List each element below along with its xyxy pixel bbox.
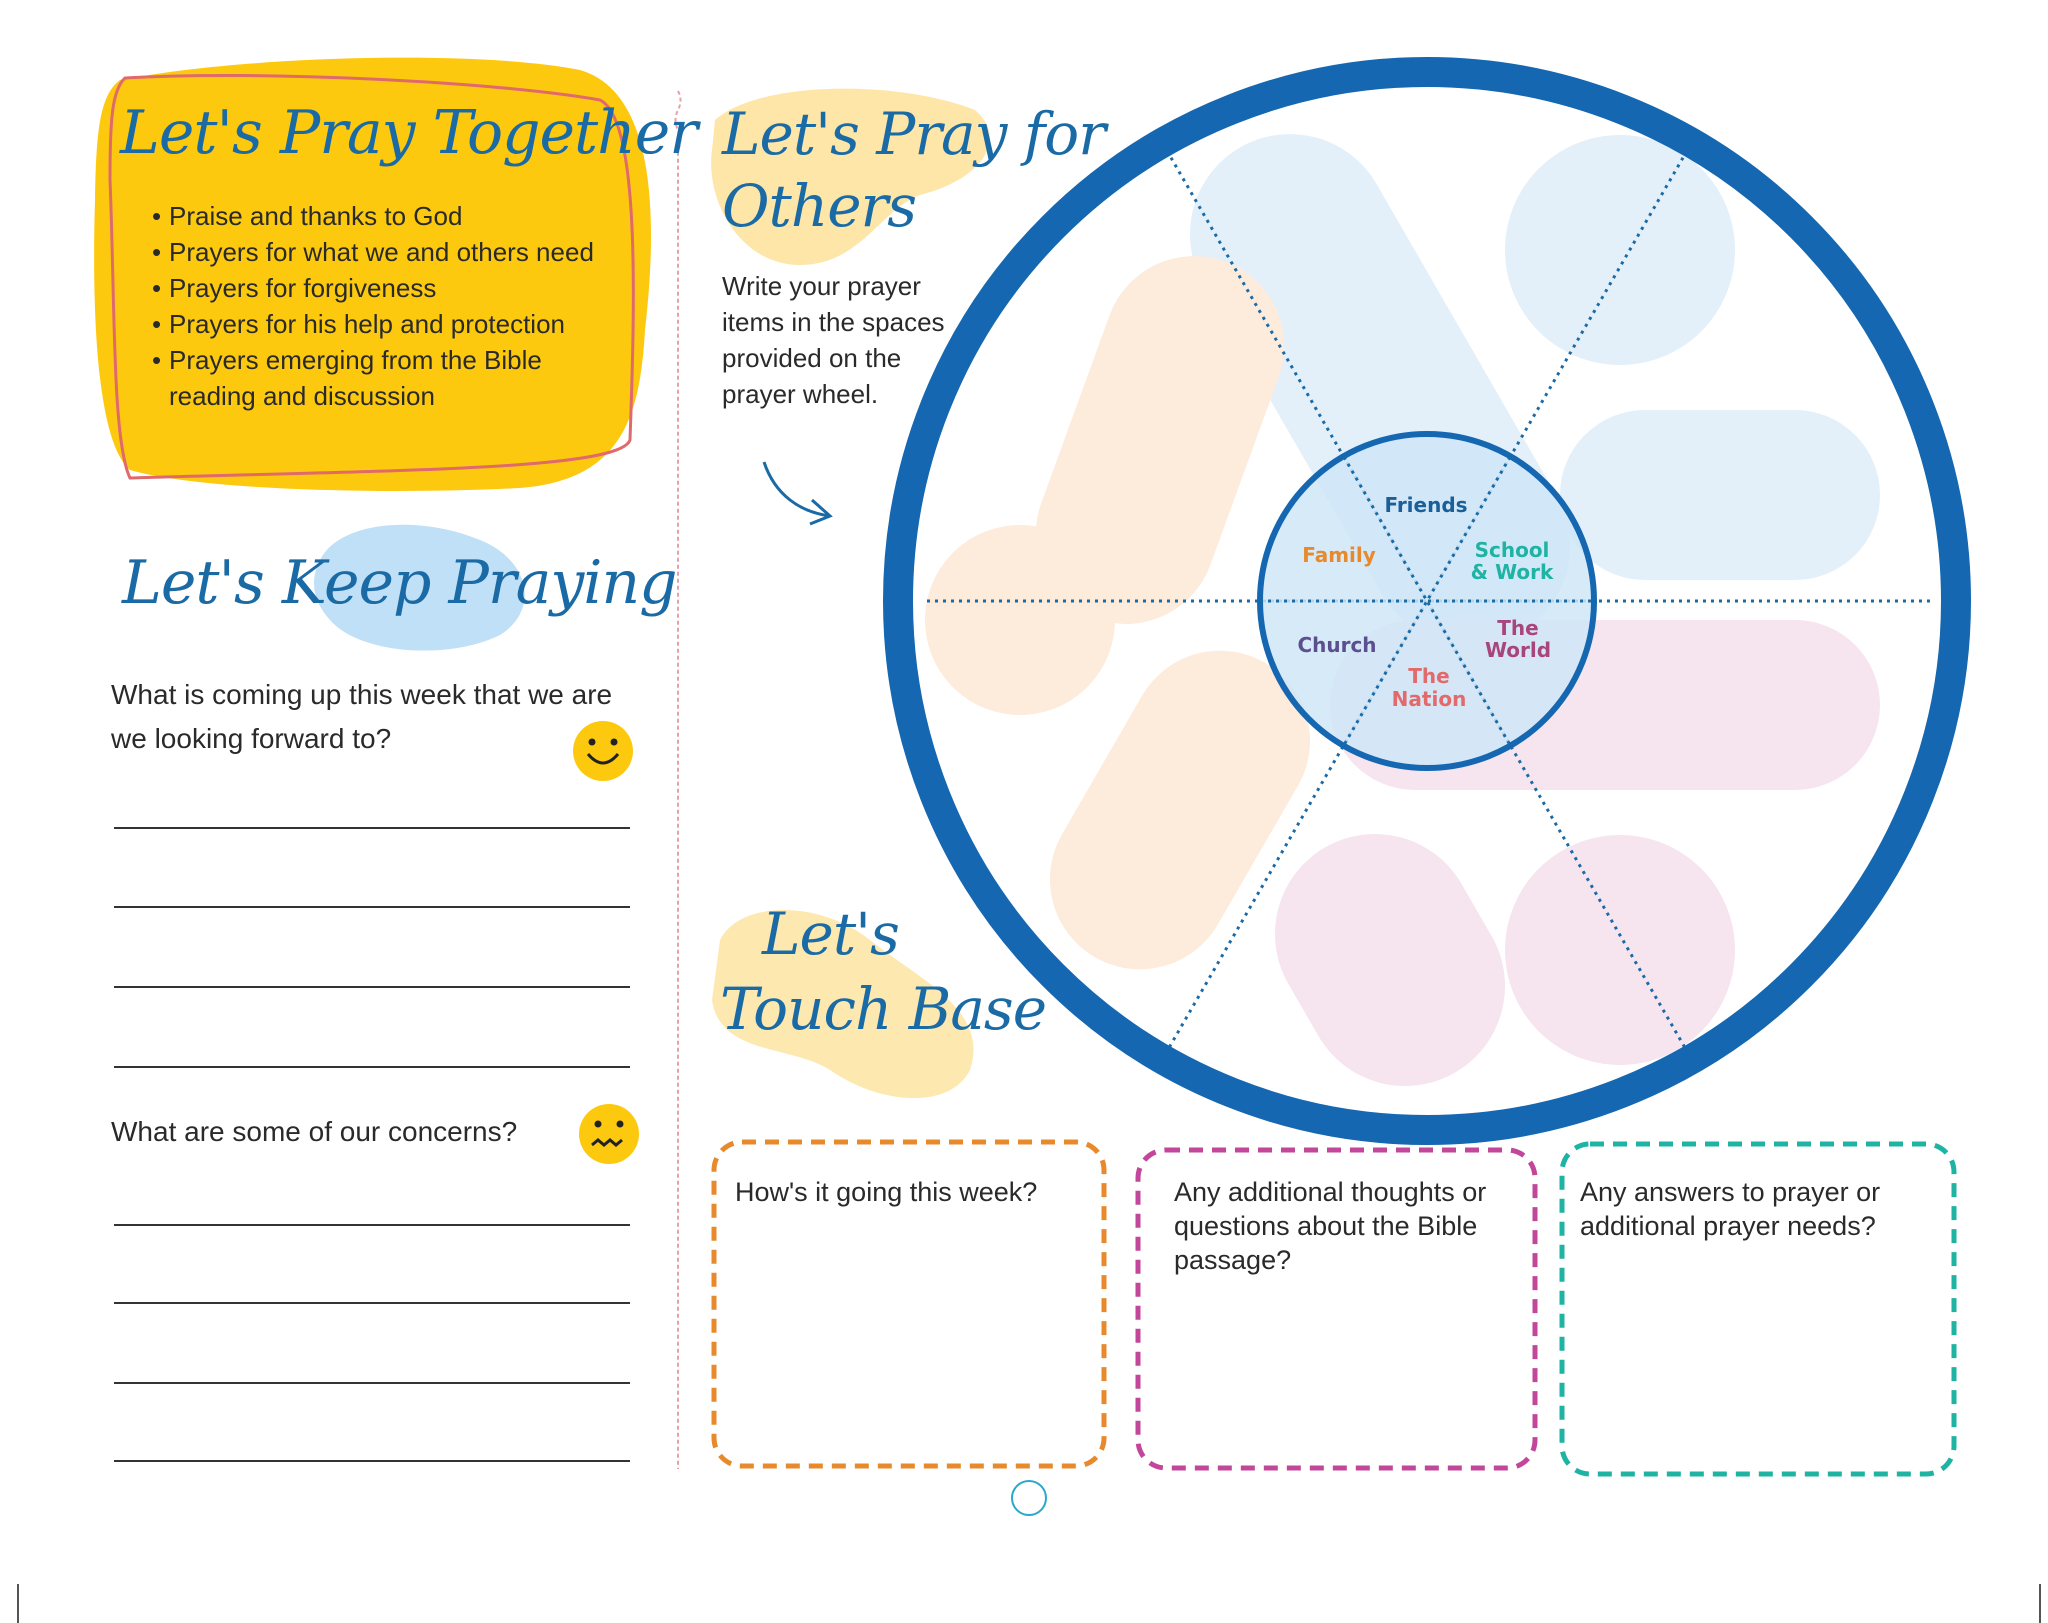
list-item: Prayers for what we and others need — [152, 234, 622, 270]
segment-friends[interactable]: Friends — [1384, 493, 1467, 517]
box-prompt: Any answers to prayer or additional pray… — [1580, 1177, 1881, 1241]
writing-line[interactable] — [114, 827, 630, 829]
writing-line[interactable] — [114, 1460, 630, 1462]
pray-others-title-1: Let's Pray for — [722, 100, 1106, 168]
yellow-blob-others — [711, 88, 990, 265]
box-prompt: How's it going this week? — [735, 1177, 1038, 1207]
segment-world-2[interactable]: World — [1485, 638, 1551, 662]
touch-base-title-1: Let's — [762, 900, 900, 968]
wheel-dividers — [927, 129, 1930, 1073]
writing-line[interactable] — [114, 986, 630, 988]
box-teal-border — [1559, 1141, 1957, 1477]
segment-school-work-2[interactable]: & Work — [1471, 560, 1554, 584]
writing-line[interactable] — [114, 1224, 630, 1226]
touch-base-title-2: Touch Base — [720, 975, 1047, 1043]
writing-line[interactable] — [114, 1382, 630, 1384]
yellow-blob-touchbase — [712, 910, 974, 1099]
list-item: Praise and thanks to God — [152, 198, 622, 234]
box-prayer-answers[interactable]: Any answers to prayer or additional pray… — [1580, 1175, 1950, 1455]
box-bible-thoughts[interactable]: Any additional thoughts or questions abo… — [1174, 1175, 1524, 1455]
pray-together-title: Let's Pray Together — [120, 98, 698, 168]
question-concerns: What are some of our concerns? — [111, 1116, 518, 1147]
keep-praying-title: Let's Keep Praying — [122, 548, 677, 618]
segment-church[interactable]: Church — [1297, 633, 1376, 657]
box-orange-border — [711, 1139, 1107, 1469]
box-how-going[interactable]: How's it going this week? — [735, 1175, 1095, 1455]
box-magenta-border — [1135, 1147, 1538, 1471]
segment-nation-1[interactable]: The — [1408, 664, 1449, 688]
box-prompt: Any additional thoughts or questions abo… — [1174, 1177, 1487, 1275]
segment-family[interactable]: Family — [1302, 543, 1376, 567]
wavy-divider — [674, 90, 682, 1469]
writing-line[interactable] — [114, 906, 630, 908]
segment-school-work-1[interactable]: School — [1475, 538, 1550, 562]
pray-others-title-2: Others — [722, 172, 917, 240]
question-looking-forward: What is coming up this week that we are … — [111, 679, 613, 754]
segment-nation-2[interactable]: Nation — [1392, 687, 1467, 711]
page-marker-circle — [1011, 1480, 1047, 1516]
blue-blob — [314, 524, 525, 651]
red-outline — [108, 73, 635, 480]
smiley-happy-icon — [573, 721, 633, 781]
pray-together-list: Praise and thanks to God Prayers for wha… — [152, 198, 622, 414]
pray-others-instructions: Write your prayer items in the spaces pr… — [722, 271, 945, 409]
list-item: Prayers emerging from the Bible reading … — [152, 342, 622, 414]
segment-world-1[interactable]: The — [1497, 616, 1538, 640]
writing-line[interactable] — [114, 1066, 630, 1068]
list-item: Prayers for forgiveness — [152, 270, 622, 306]
smiley-worried-icon — [579, 1104, 639, 1164]
writing-line[interactable] — [114, 1302, 630, 1304]
list-item: Prayers for his help and protection — [152, 306, 622, 342]
wheel-outer-ring — [883, 57, 1971, 1145]
arrow-icon — [762, 461, 833, 526]
